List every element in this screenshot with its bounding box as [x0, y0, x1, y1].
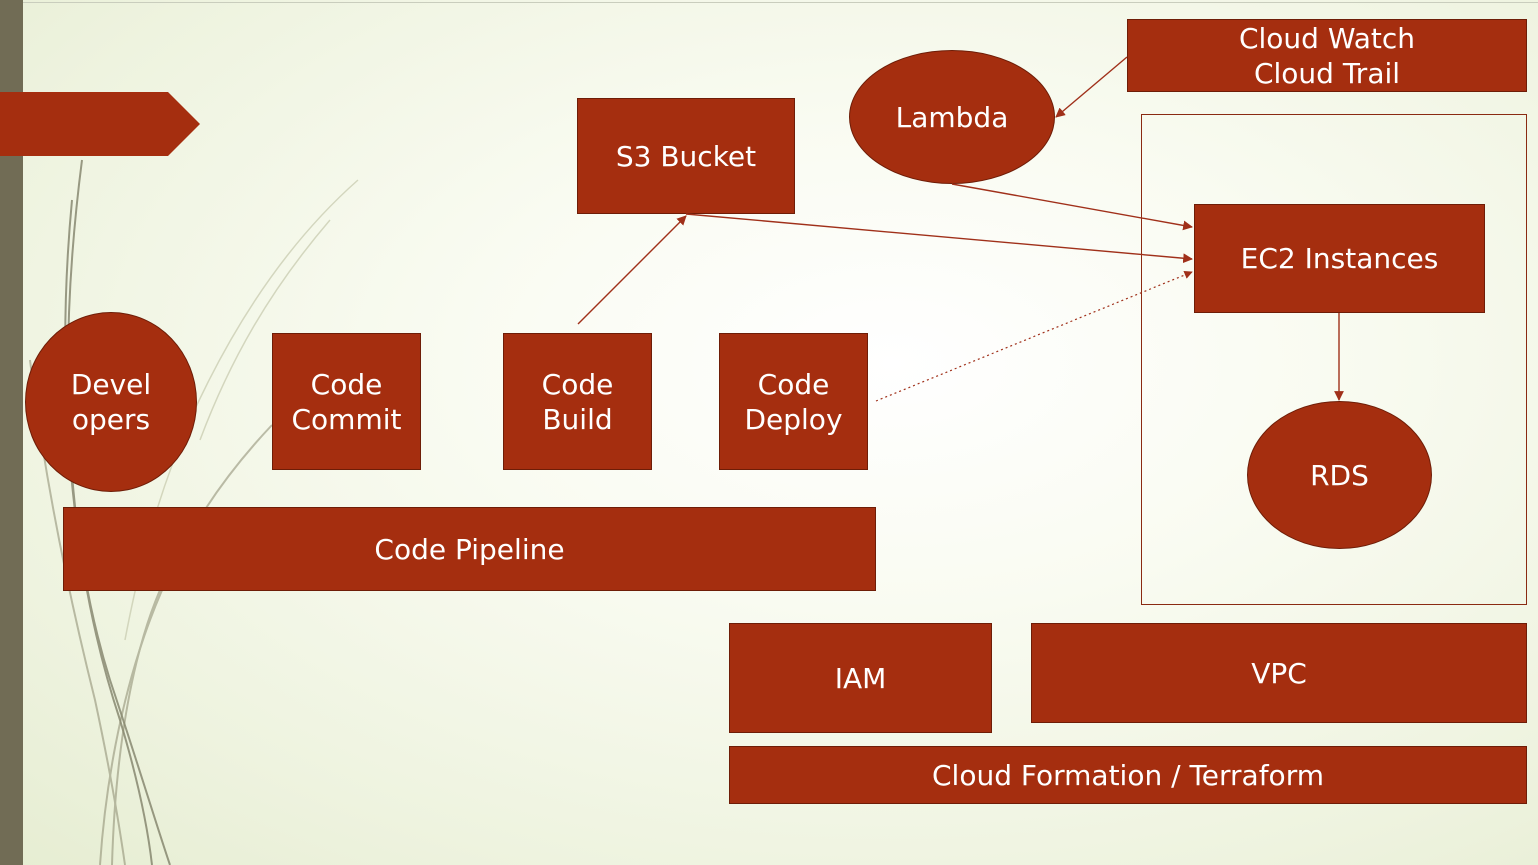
iam-node: IAM	[729, 623, 992, 733]
ec2-instances-node: EC2 Instances	[1194, 204, 1485, 313]
lambda-node: Lambda	[849, 50, 1055, 184]
cloud-watch-trail-label: Cloud Watch Cloud Trail	[1238, 21, 1416, 90]
developers-label: Devel opers	[70, 368, 152, 436]
code-pipeline-label: Code Pipeline	[374, 532, 565, 566]
code-build-label: Code Build	[541, 367, 614, 436]
edge-cloudwatch-to-lambda	[1055, 56, 1128, 118]
lambda-label: Lambda	[895, 100, 1009, 134]
code-deploy-node: Code Deploy	[719, 333, 868, 470]
title-arrow-shape	[0, 92, 200, 156]
edge-build-to-s3	[577, 215, 687, 325]
ec2-instances-label: EC2 Instances	[1240, 242, 1439, 275]
developers-node: Devel opers	[25, 312, 197, 492]
left-accent-bar	[0, 0, 23, 865]
rds-label: RDS	[1310, 458, 1369, 492]
vpc-node: VPC	[1031, 623, 1527, 723]
top-border-line	[23, 2, 1538, 3]
vpc-label: VPC	[1251, 657, 1307, 690]
rds-node: RDS	[1247, 401, 1432, 549]
code-commit-label: Code Commit	[291, 367, 402, 436]
code-commit-node: Code Commit	[272, 333, 421, 470]
s3-bucket-node: S3 Bucket	[577, 98, 795, 214]
code-build-node: Code Build	[503, 333, 652, 470]
cloud-formation-label: Cloud Formation / Terraform	[932, 758, 1324, 792]
code-deploy-label: Code Deploy	[744, 367, 843, 436]
cloud-formation-node: Cloud Formation / Terraform	[729, 746, 1527, 804]
s3-bucket-label: S3 Bucket	[615, 139, 757, 173]
iam-label: IAM	[834, 661, 887, 695]
cloud-watch-trail-node: Cloud Watch Cloud Trail	[1127, 19, 1527, 92]
edge-s3-to-ec2	[685, 213, 1193, 264]
code-pipeline-node: Code Pipeline	[63, 507, 876, 591]
